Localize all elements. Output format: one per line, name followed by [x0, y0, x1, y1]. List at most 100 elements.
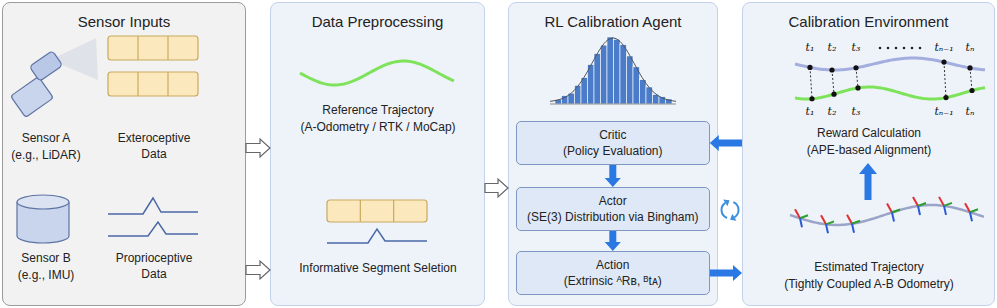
box-title: Critic: [599, 127, 626, 143]
sample-dot: [853, 65, 858, 70]
frame-axis: [826, 221, 834, 224]
signal-line: [108, 198, 198, 214]
segment-table: [327, 200, 427, 222]
process-box: Actor(SE(3) Distribution via Bingham): [516, 187, 710, 231]
box-title: Action: [596, 257, 629, 273]
distribution-curve: [550, 38, 676, 101]
frame-axis: [847, 215, 852, 224]
panel-text: Estimated Trajectory: [814, 259, 923, 275]
frame-axis: [892, 209, 900, 212]
panel-text: (APE-based Alignment): [807, 142, 932, 158]
sample-dot: [941, 59, 946, 64]
histogram-bar: [594, 54, 601, 104]
frame-axis: [944, 206, 946, 215]
panel-text: Exteroceptive Data: [108, 130, 200, 162]
sample-dot: [969, 88, 974, 93]
histogram-bar: [633, 67, 640, 104]
panel-text: Reward Calculation: [817, 125, 921, 141]
panel-text: Sensor B: [21, 250, 70, 266]
control-flow-arrow: [605, 231, 621, 251]
process-box: Critic(Policy Evaluation): [516, 121, 710, 165]
reference-trajectory: [300, 61, 454, 85]
data-flow-arrow: [485, 179, 508, 197]
frame-axis: [913, 197, 918, 206]
time-label: t₁: [806, 41, 815, 54]
process-box: Action(Extrinsic ᴬRʙ, ᴮtᴀ): [516, 251, 710, 295]
histogram-baseline: [550, 104, 676, 105]
correspondence-line: [970, 68, 972, 91]
sample-dot: [967, 65, 972, 70]
panel-text: (e.g., IMU): [18, 267, 75, 283]
loop-arc: [733, 201, 740, 218]
correspondence-line: [856, 68, 858, 88]
box-subtitle: (Policy Evaluation): [563, 143, 662, 159]
time-label: tₙ₋₁: [934, 105, 953, 118]
imu-top: [17, 195, 69, 209]
loop-icon: [720, 200, 739, 221]
signal-line: [108, 222, 198, 236]
correspondence-line: [810, 67, 812, 98]
panel-text: (A-Odometry / RTK / MoCap): [300, 119, 455, 135]
frame-axis: [795, 209, 800, 218]
time-label: t₃: [852, 41, 861, 54]
loop-arrowhead: [723, 200, 729, 207]
panel-heading: Sensor Inputs: [3, 13, 245, 31]
table-divider: [393, 200, 394, 222]
frame-axis: [939, 197, 944, 206]
panel-text: Informative Segment Seletion: [299, 260, 456, 276]
frame-axis: [918, 206, 920, 215]
panel-text: Proprioceptive Data: [106, 250, 202, 282]
data-table: [108, 36, 198, 60]
frame-axis: [821, 215, 826, 224]
frame-axis: [918, 203, 926, 206]
time-label: tₙ: [966, 41, 975, 54]
histogram-bar: [607, 37, 614, 104]
estimated-track: [795, 58, 985, 70]
panel-text: (e.g., LiDAR): [11, 147, 80, 163]
data-flow-arrow: [246, 261, 270, 279]
signal-line: [327, 229, 427, 243]
box-subtitle: (Extrinsic ᴬRʙ, ᴮtᴀ): [564, 273, 662, 289]
frame-axis: [970, 209, 978, 212]
control-flow-arrow: [710, 265, 742, 281]
data-flow-arrow: [246, 139, 270, 157]
time-label: t₃: [852, 105, 861, 118]
time-label: t₁: [806, 105, 815, 118]
exteroceptive-table: [108, 72, 198, 96]
panel-text: (Tightly Coupled A-B Odometry): [784, 276, 954, 292]
frame-axis: [970, 212, 972, 221]
panel-text: Reference Trajectory: [322, 102, 433, 118]
frame-axis: [892, 212, 894, 221]
panel-heading: RL Calibration Agent: [509, 13, 717, 31]
sample-dot: [943, 95, 948, 100]
box-title: Actor: [599, 193, 627, 209]
frame-axis: [800, 215, 808, 218]
odometry-trajectory: [790, 205, 984, 225]
panel: Calibration EnvironmentReward Calculatio…: [742, 2, 995, 306]
frame-axis: [965, 203, 970, 212]
frame-axis: [826, 224, 828, 233]
time-label: t₂: [828, 105, 837, 118]
sample-dot: [829, 67, 834, 72]
flow-arrow-up: [859, 163, 877, 200]
ellipsis-dot: [919, 47, 922, 50]
frame-axis: [800, 218, 802, 227]
histogram-bar: [620, 45, 627, 104]
sample-dot: [809, 96, 814, 101]
frame-axis: [852, 221, 860, 224]
histogram-bar: [575, 85, 582, 104]
lidar-body: [11, 77, 54, 118]
time-label: t₂: [828, 41, 837, 54]
frame-axis: [944, 203, 952, 206]
table-divider: [137, 72, 138, 96]
ellipsis-dot: [895, 47, 898, 50]
ellipsis-dot: [887, 47, 890, 50]
histogram-bar: [627, 56, 634, 104]
histogram-bar: [614, 39, 621, 104]
box-subtitle: (SE(3) Distribution via Bingham): [527, 209, 698, 225]
control-flow-arrow: [710, 135, 742, 151]
panel-heading: Calibration Environment: [743, 13, 994, 31]
histogram-bar: [581, 78, 588, 104]
panel: Data PreprocessingReference Trajectory(A…: [270, 2, 485, 306]
